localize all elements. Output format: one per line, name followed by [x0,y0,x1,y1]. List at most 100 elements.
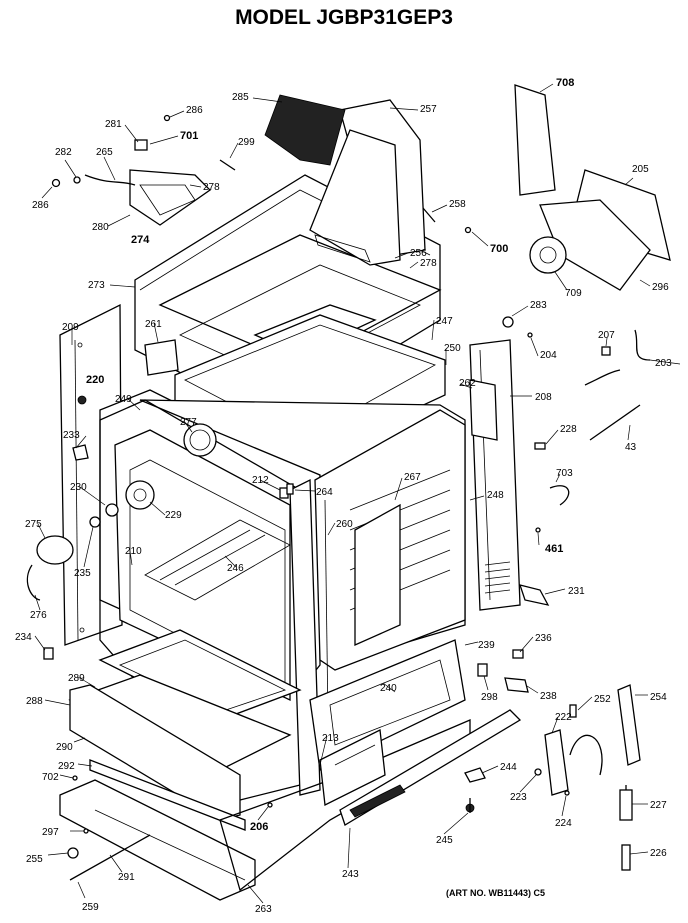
part-label-708: 708 [556,77,574,89]
part-label-43: 43 [625,442,637,453]
part-label-207: 207 [598,330,615,341]
part-label-273: 273 [88,280,105,291]
part-label-274: 274 [131,234,150,246]
part-labels: 708 286 285 257 281 701 299 282 265 205 278 286 258 2… [15,77,672,915]
part-label-254: 254 [650,692,667,703]
part-label-288: 288 [26,696,43,707]
part-label-709: 709 [565,288,582,299]
part-label-247: 247 [436,316,453,327]
part-label-700: 700 [490,243,508,255]
part-label-258: 258 [449,199,466,210]
part-label-286a: 286 [186,105,203,116]
part-label-223: 223 [510,792,527,803]
part-label-212: 212 [252,475,269,486]
part-label-238: 238 [540,691,557,702]
part-label-210: 210 [125,546,142,557]
vent-708 [514,84,556,196]
part-label-205: 205 [632,164,649,175]
part-label-209: 209 [62,322,79,333]
front-cover [319,729,386,806]
part-label-277: 277 [180,417,197,428]
diagram-title: MODEL JGBP31GEP3 [235,6,453,29]
part-label-285: 285 [232,92,249,103]
part-label-296: 296 [652,282,669,293]
part-label-243: 243 [342,869,359,880]
part-label-222: 222 [555,712,572,723]
part-label-257: 257 [420,104,437,115]
art-number-note: (ART NO. WB11443) C5 [446,888,545,898]
part-label-248: 248 [487,490,504,501]
part-label-256: 256 [410,248,427,259]
part-label-702: 702 [42,772,59,783]
part-label-290: 290 [56,742,73,753]
range-cabinet [59,174,522,901]
part-label-461: 461 [545,543,563,555]
part-label-229: 229 [165,510,182,521]
part-label-267: 267 [404,472,421,483]
part-label-264: 264 [316,487,333,498]
bottom-plate [89,759,246,831]
fan-709 [529,236,567,274]
part-label-226: 226 [650,848,667,859]
right-side-panel [469,339,521,611]
part-label-230: 230 [70,482,87,493]
insulation-pad [264,94,346,166]
part-label-297: 297 [42,827,59,838]
storage-drawer [59,779,256,901]
part-label-292: 292 [58,761,75,772]
rear-duct [309,99,426,266]
leader-lines [34,83,681,904]
part-label-299: 299 [238,137,255,148]
part-label-245: 245 [436,835,453,846]
part-label-240: 240 [380,683,397,694]
part-label-208: 208 [535,392,552,403]
part-label-246: 246 [227,563,244,574]
part-label-282: 282 [55,147,72,158]
part-label-244: 244 [500,762,517,773]
part-label-235: 235 [74,568,91,579]
part-label-278b: 278 [420,258,437,269]
part-label-231: 231 [568,586,585,597]
part-label-239: 239 [478,640,495,651]
part-label-286b: 286 [32,200,49,211]
part-label-701: 701 [180,130,198,142]
part-label-234: 234 [15,632,32,643]
part-label-227: 227 [650,800,667,811]
part-label-289: 289 [68,673,85,684]
part-label-278a: 278 [203,182,220,193]
part-label-204: 204 [540,350,557,361]
part-label-275: 275 [25,519,42,530]
part-label-260: 260 [336,519,353,530]
part-label-265: 265 [96,147,113,158]
part-label-224: 224 [555,818,572,829]
part-label-703: 703 [556,468,573,479]
part-label-206: 206 [250,821,268,833]
lower-back-panel [309,639,466,771]
bracket-262 [469,379,498,441]
part-label-281: 281 [105,119,122,130]
part-label-249: 249 [115,394,132,405]
part-label-220: 220 [86,374,104,386]
part-label-259: 259 [82,902,99,913]
part-label-213: 213 [322,733,339,744]
oven-rack [144,519,291,601]
oven-opening [114,429,291,702]
part-label-233: 233 [63,430,80,441]
part-label-280: 280 [92,222,109,233]
part-label-263: 263 [255,904,272,915]
part-label-252: 252 [594,694,611,705]
part-label-291: 291 [118,872,135,883]
part-label-283: 283 [530,300,547,311]
insulation-panel [354,503,401,647]
hinge-222 [544,729,569,796]
part-label-250: 250 [444,343,461,354]
part-label-255: 255 [26,854,43,865]
rear-components [514,84,671,291]
hinge-254 [617,684,641,766]
small-parts [26,114,651,871]
part-label-298: 298 [481,692,498,703]
part-label-276: 276 [30,610,47,621]
valve-assembly [129,169,212,226]
part-label-236: 236 [535,633,552,644]
